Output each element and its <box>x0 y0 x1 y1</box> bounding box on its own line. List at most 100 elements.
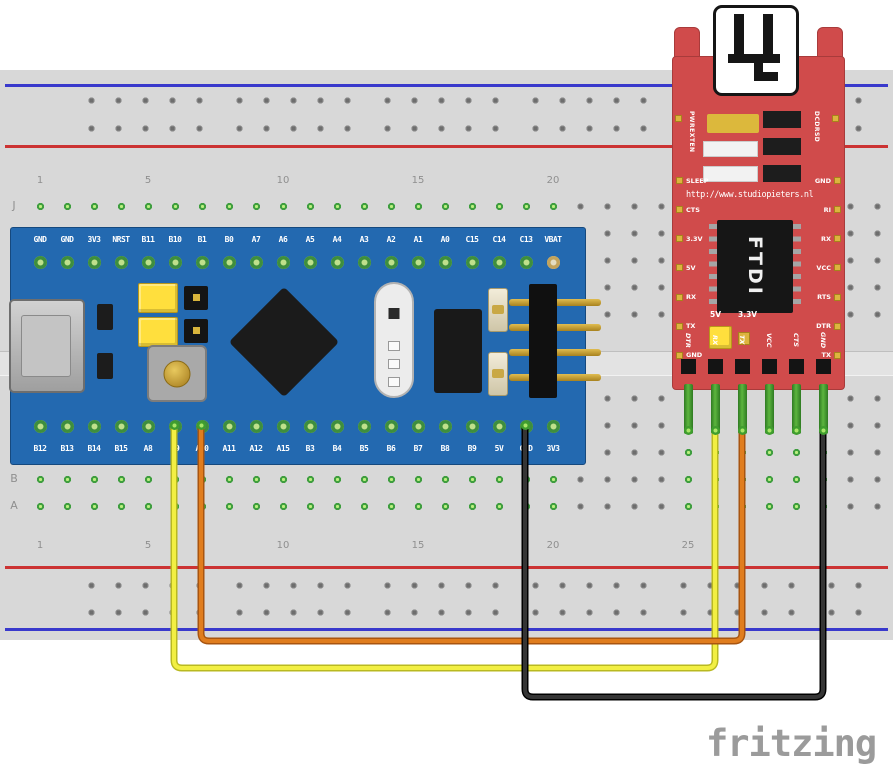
header-leg-pin[interactable] <box>737 384 747 434</box>
header-leg-pin[interactable] <box>818 384 828 434</box>
pin-socket[interactable] <box>141 420 155 433</box>
ftdi-usb-serial-adapter[interactable]: PWREXTEN DCDRSD http://www.studiopieters… <box>672 5 846 439</box>
pin-socket[interactable] <box>33 256 47 269</box>
pin-label: C13 <box>519 235 533 244</box>
pin-cell <box>324 255 351 270</box>
header-leg-pin[interactable] <box>791 384 801 434</box>
pin-cell <box>54 419 81 434</box>
smd-chip <box>763 165 801 182</box>
pin-socket[interactable] <box>249 420 263 433</box>
pin-socket[interactable] <box>438 420 452 433</box>
pin-socket[interactable] <box>276 256 290 269</box>
pin-socket[interactable] <box>465 420 479 433</box>
pin-socket[interactable] <box>492 420 506 433</box>
connection-dot[interactable] <box>520 420 530 430</box>
power-rail-holes-bottom-1[interactable] <box>78 571 862 599</box>
pin-socket[interactable] <box>465 256 479 269</box>
pin-socket[interactable] <box>519 256 533 269</box>
pin-cell <box>324 419 351 434</box>
pin-label: NRST <box>112 235 130 244</box>
voltage-select-jumper[interactable] <box>709 326 732 349</box>
led-stripe <box>492 305 504 314</box>
pin-socket[interactable] <box>546 256 560 269</box>
connection-dot[interactable] <box>710 425 720 435</box>
wire-orange-a10-to-tx[interactable] <box>197 421 746 645</box>
column-number: 5 <box>144 540 152 551</box>
connection-dot[interactable] <box>791 425 801 435</box>
header-leg-pin[interactable] <box>710 384 720 434</box>
pin-socket[interactable] <box>546 420 560 433</box>
pin-socket[interactable] <box>141 256 155 269</box>
ftdi-left-vertical-label: PWREXTEN <box>688 111 695 153</box>
pin-label: B7 <box>413 444 423 453</box>
pin-label: B12 <box>33 444 47 453</box>
pin-socket[interactable] <box>411 256 425 269</box>
edge-label-row: GND <box>775 176 841 185</box>
pin-socket[interactable] <box>357 420 371 433</box>
pin-socket[interactable] <box>87 256 101 269</box>
pin-label: B8 <box>440 444 450 453</box>
pin-socket[interactable] <box>60 256 74 269</box>
pin-socket[interactable] <box>114 420 128 433</box>
connection-dot[interactable] <box>818 425 828 435</box>
pin-socket[interactable] <box>438 256 452 269</box>
edge-pad <box>834 293 841 301</box>
connection-dot[interactable] <box>764 425 774 435</box>
edge-label-row: RTS <box>775 293 841 302</box>
pin-socket[interactable] <box>168 256 182 269</box>
pin-socket[interactable] <box>249 256 263 269</box>
edge-label: RI <box>823 205 831 214</box>
connection-dot[interactable] <box>683 425 693 435</box>
power-rail-holes-bottom-2[interactable] <box>78 598 862 626</box>
edge-pad <box>676 322 683 330</box>
wire-yellow-a9-to-rx[interactable] <box>170 421 719 672</box>
pin-cell <box>270 255 297 270</box>
connected-holes-rows-ab[interactable] <box>26 465 567 520</box>
pin-socket[interactable] <box>114 256 128 269</box>
pin-label: DTR <box>684 332 692 348</box>
connected-holes-row-j[interactable] <box>26 192 567 220</box>
capacitor <box>97 353 113 379</box>
pin-cell <box>135 255 162 270</box>
header-leg-pin[interactable] <box>764 384 774 434</box>
header-leg-pin[interactable] <box>683 384 693 434</box>
pin-label: B14 <box>87 444 101 453</box>
pin-socket[interactable] <box>384 256 398 269</box>
pin-socket[interactable] <box>303 420 317 433</box>
pin-socket[interactable] <box>222 420 236 433</box>
pin-socket[interactable] <box>222 256 236 269</box>
pin-cell <box>459 419 486 434</box>
pin-socket[interactable] <box>195 256 209 269</box>
pin-label: A8 <box>143 444 153 453</box>
pin-cell <box>459 255 486 270</box>
connection-dot[interactable] <box>737 425 747 435</box>
pin-cell <box>405 255 432 270</box>
edge-label-row: VCC <box>775 263 841 272</box>
reset-button[interactable] <box>147 345 207 402</box>
edge-pad <box>834 322 841 330</box>
pin-socket[interactable] <box>357 256 371 269</box>
pin-socket[interactable] <box>87 420 101 433</box>
pin-cell <box>378 255 405 270</box>
pin-cell <box>540 419 567 434</box>
pin-socket[interactable] <box>330 420 344 433</box>
pin-cell <box>243 255 270 270</box>
pin-socket[interactable] <box>60 420 74 433</box>
pin-socket[interactable] <box>330 256 344 269</box>
pin-socket[interactable] <box>384 420 398 433</box>
wire-black-gnd-to-gnd[interactable] <box>521 421 827 701</box>
pin-socket[interactable] <box>276 420 290 433</box>
connection-dot[interactable] <box>196 420 206 430</box>
pin-socket[interactable] <box>303 256 317 269</box>
ftdi-chip-pins-left <box>709 224 717 310</box>
edge-label-row: TX <box>775 351 841 360</box>
pin-socket[interactable] <box>492 256 506 269</box>
connection-dot[interactable] <box>169 420 179 430</box>
pin-socket[interactable] <box>411 420 425 433</box>
pin-cell <box>702 384 729 434</box>
column-number: 15 <box>411 175 425 186</box>
pin-socket[interactable] <box>33 420 47 433</box>
connected-holes-ftdi-columns[interactable] <box>674 438 837 520</box>
